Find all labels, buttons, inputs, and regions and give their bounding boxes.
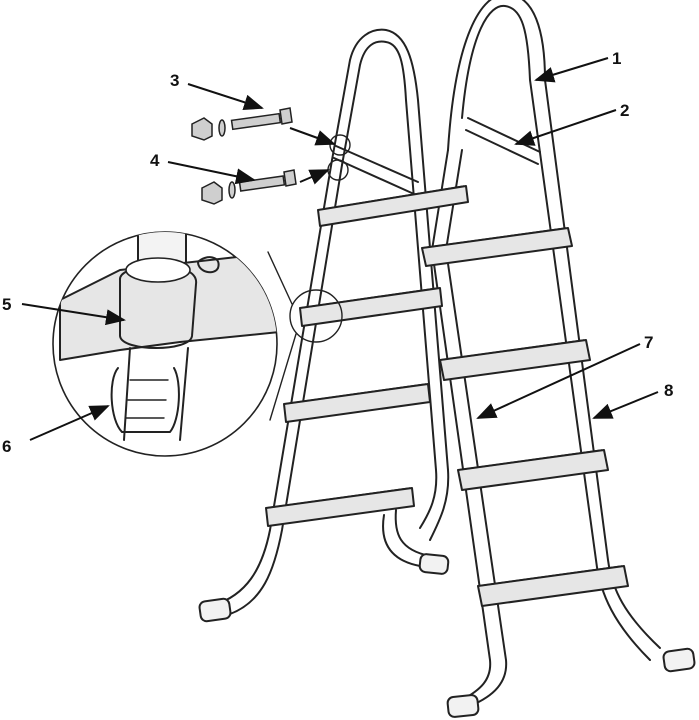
right-ladder-steps — [421, 227, 629, 607]
magnified-detail — [52, 231, 278, 457]
callout-3: 3 — [170, 71, 179, 90]
bolt-location-circle-upper — [329, 134, 351, 156]
bolt-set-lower — [201, 169, 297, 205]
callout-2: 2 — [620, 101, 629, 120]
detail-location-circle — [289, 289, 343, 343]
left-ladder-steps — [265, 185, 469, 527]
callout-1: 1 — [612, 49, 621, 68]
bolt-set-upper — [191, 107, 293, 141]
callout-leaders — [21, 57, 659, 441]
callout-5: 5 — [2, 295, 11, 314]
callout-8: 8 — [664, 381, 673, 400]
right-ladder-frame — [431, 0, 661, 707]
callout-4: 4 — [150, 151, 160, 170]
callout-labels: 1 2 3 4 5 6 7 8 — [2, 49, 673, 456]
callout-7: 7 — [644, 333, 653, 352]
callout-6: 6 — [2, 437, 11, 456]
foot-caps — [198, 553, 696, 718]
